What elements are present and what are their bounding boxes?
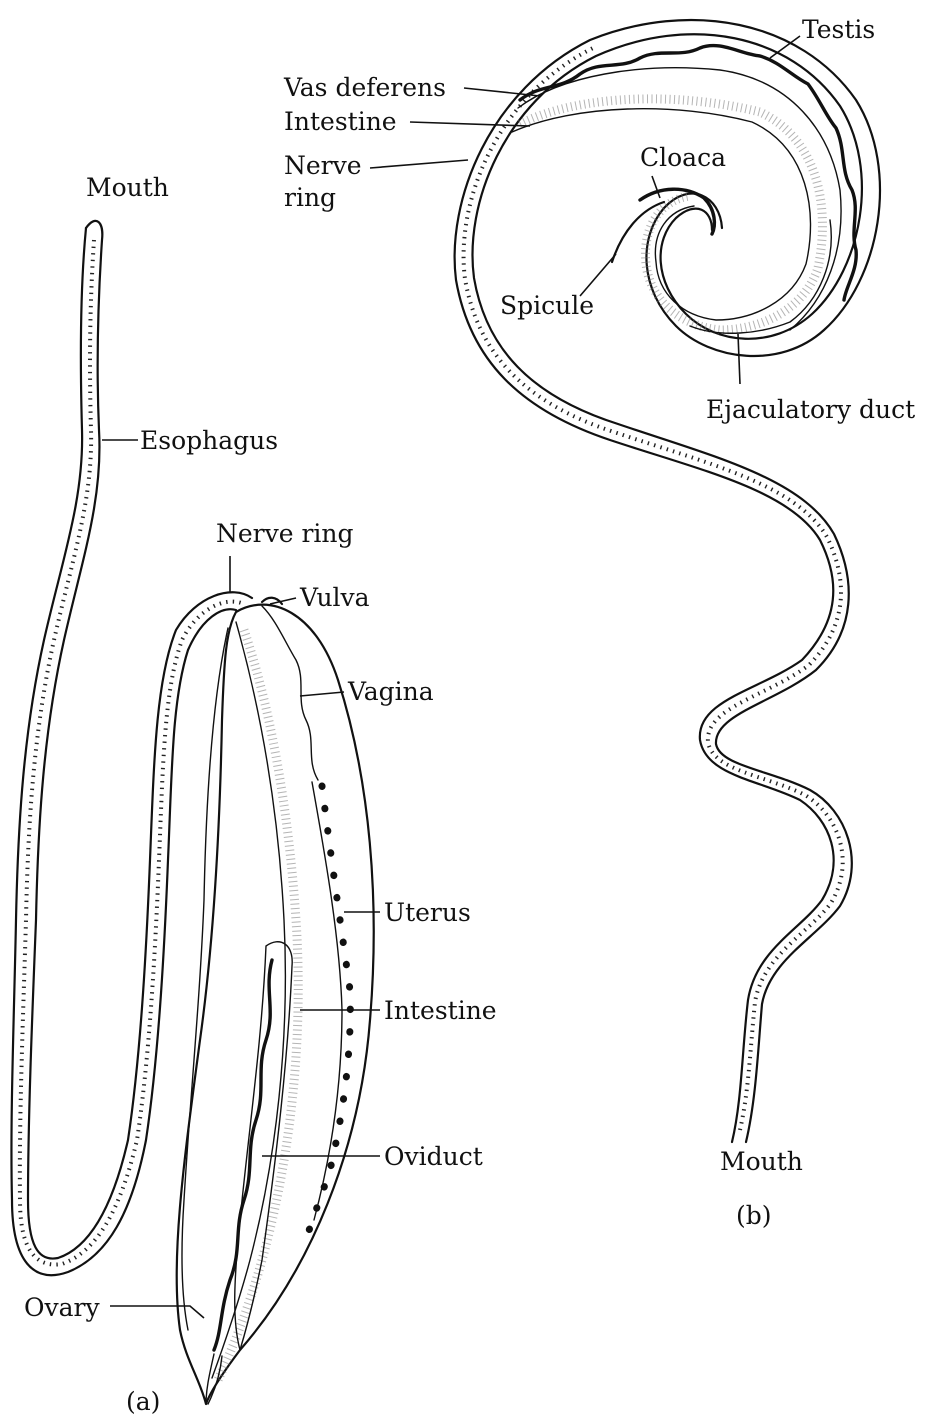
leader-ejaculatory-duct <box>738 334 740 384</box>
female-intestine-stipple <box>218 630 298 1380</box>
caption-a: (a) <box>126 1387 160 1416</box>
female-body-outer-left <box>28 221 252 1259</box>
male-intestine-wall <box>512 109 811 320</box>
label-ovary: Ovary <box>24 1293 100 1322</box>
label-vas-deferens: Vas deferens <box>283 73 446 102</box>
female-vagina <box>262 606 318 780</box>
label-intestine-a: Intestine <box>384 996 497 1025</box>
label-ejaculatory-duct: Ejaculatory duct <box>706 395 915 424</box>
leader-intestine-b <box>410 122 530 126</box>
label-cloaca: Cloaca <box>640 143 726 172</box>
female-intestine-wall <box>212 622 285 1378</box>
female-uterus-wall <box>312 782 342 1220</box>
label-spicule: Spicule <box>500 291 594 320</box>
male-esophagus-cells <box>464 48 843 1130</box>
caption-b: (b) <box>736 1201 772 1230</box>
label-nerve-ring-b-line2: ring <box>284 183 336 212</box>
label-vagina: Vagina <box>347 677 434 706</box>
male-body-inner <box>473 34 862 1142</box>
female-ovary <box>214 960 272 1350</box>
leader-ovary <box>110 1306 204 1318</box>
leader-spicule <box>580 254 616 296</box>
label-esophagus: Esophagus <box>140 426 278 455</box>
label-intestine-b: Intestine <box>284 107 397 136</box>
leader-vas-deferens <box>464 88 540 96</box>
label-mouth-b: Mouth <box>720 1147 803 1176</box>
label-mouth-a: Mouth <box>86 173 169 202</box>
label-nerve-ring-a: Nerve ring <box>216 519 354 548</box>
female-uterus-eggs <box>306 786 350 1240</box>
leader-vagina <box>300 692 344 696</box>
panel-b-male-worm: Testis Vas deferens Intestine Nerve ring… <box>283 15 915 1230</box>
panel-a-female-worm: Mouth Esophagus Nerve ring Vulva Vagina … <box>11 173 496 1416</box>
female-body-spindle <box>177 605 374 1404</box>
label-oviduct: Oviduct <box>384 1142 483 1171</box>
leader-nerve-ring-b <box>370 160 468 168</box>
male-spicule <box>612 202 664 262</box>
label-vulva: Vulva <box>299 583 370 612</box>
label-nerve-ring-b-line1: Nerve <box>284 151 362 180</box>
panel-a-leader-lines <box>102 440 380 1318</box>
label-uterus: Uterus <box>384 898 471 927</box>
label-testis: Testis <box>802 15 875 44</box>
